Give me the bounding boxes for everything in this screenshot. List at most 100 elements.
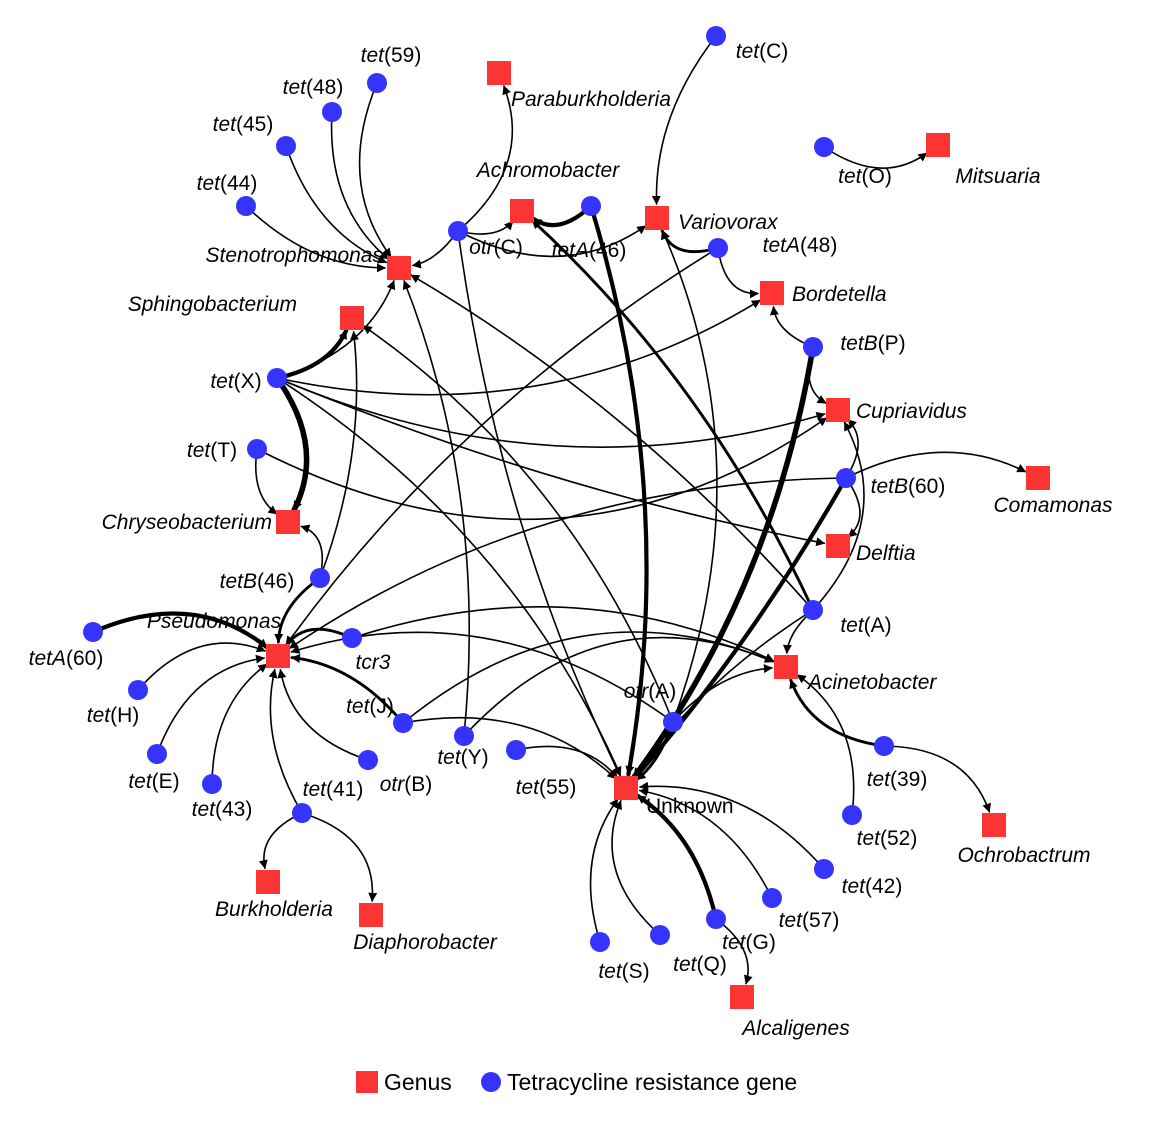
gene-node-tet52 (842, 805, 862, 825)
gene-node-tetJ (393, 713, 413, 733)
edge-tetX-chryseobacterium (274, 375, 310, 513)
label-tetS: tet(S) (598, 960, 649, 983)
genus-node-sphingobacterium (340, 306, 364, 330)
edge-otrA-variovorax (661, 229, 718, 723)
genus-node-chryseobacterium (276, 510, 300, 534)
edge-tet59-stenotrophomonas (358, 82, 392, 258)
edge-tet48-stenotrophomonas (330, 111, 390, 260)
label-tetJ: tet(J) (346, 695, 394, 718)
label-tetO: tet(O) (838, 165, 892, 188)
gene-node-tet57 (762, 888, 782, 908)
label-delftia: Delftia (856, 542, 916, 565)
label-tetY: tet(Y) (437, 746, 488, 769)
label-tet43: tet(43) (192, 798, 253, 821)
label-tet39: tet(39) (867, 768, 928, 791)
edge-tetA60-pseudomonas (90, 611, 270, 650)
genus-node-paraburkholderia (487, 61, 511, 85)
label-otrC: otr(C) (469, 236, 523, 259)
gene-node-tetC (706, 26, 726, 46)
label-acinetobacter: Acinetobacter (806, 671, 937, 694)
legend: Genus Tetracycline resistance gene (356, 1069, 797, 1095)
edge-tetBP-unknown (631, 344, 816, 780)
label-tetH: tet(H) (87, 704, 140, 727)
label-tet41: tet(41) (303, 778, 364, 801)
legend-gene-label: Tetracycline resistance gene (507, 1069, 797, 1095)
genus-node-achromobacter (510, 199, 534, 223)
edge-tetA-achromobacter (530, 219, 815, 612)
label-tet59: tet(59) (361, 44, 422, 67)
label-bordetella: Bordetella (792, 283, 887, 306)
edge-tetX-delftia (276, 377, 826, 547)
label-diaphorobacter: Diaphorobacter (353, 931, 498, 954)
gene-node-tetQ (650, 925, 670, 945)
gene-node-tet41 (292, 803, 312, 823)
edge-tetO-mitsuaria (823, 146, 928, 169)
label-comamonas: Comamonas (993, 494, 1113, 517)
genus-node-cupriavidus (826, 398, 850, 422)
genus-node-delftia (826, 534, 850, 558)
label-tet57: tet(57) (779, 909, 840, 932)
labels-layer: ParaburkholderiaAchromobacterVariovoraxM… (29, 40, 1113, 1040)
label-tetA: tet(A) (840, 614, 891, 637)
edge-tetX-sphingobacterium (274, 328, 349, 381)
gene-node-tetA (803, 600, 823, 620)
edge-tetB60-comamonas (845, 451, 1027, 479)
edge-tetA-stenotrophomonas (410, 274, 814, 611)
edge-tetH-pseudomonas (137, 642, 266, 691)
gene-node-tetA48 (708, 238, 728, 258)
label-tetA60: tetA(60) (29, 647, 104, 670)
gene-node-tet59 (367, 73, 387, 93)
gene-node-tetB60 (836, 468, 856, 488)
edge-tetY-acinetobacter (463, 636, 774, 737)
gene-node-tet39 (874, 736, 894, 756)
label-tet45: tet(45) (213, 113, 274, 136)
label-unknown: Unknown (646, 795, 734, 818)
label-tet48: tet(48) (283, 76, 344, 99)
edge-tet41-burkholderia (258, 812, 303, 870)
legend-genus-swatch (356, 1071, 378, 1093)
edge-tet42-unknown (639, 781, 825, 870)
edge-tetC-variovorax (651, 35, 717, 205)
label-tetC: tet(C) (736, 40, 789, 63)
label-tetA48: tetA(48) (763, 234, 838, 257)
label-chryseobacterium: Chryseobacterium (102, 511, 272, 534)
label-otrA: otr(A) (624, 680, 677, 703)
label-paraburkholderia: Paraburkholderia (511, 88, 671, 111)
label-alcaligenes: Alcaligenes (740, 1017, 850, 1040)
legend-genus-label: Genus (384, 1069, 452, 1095)
genus-node-variovorax (645, 206, 669, 230)
edge-tetA-cupriavidus (812, 421, 865, 611)
edge-tetX-unknown (276, 377, 622, 777)
edge-tetJ-unknown (402, 716, 617, 780)
nodes-layer (83, 26, 1050, 1009)
gene-node-tet48 (322, 102, 342, 122)
label-achromobacter: Achromobacter (475, 159, 620, 182)
gene-node-tet45 (276, 136, 296, 156)
genus-node-comamonas (1026, 466, 1050, 490)
label-tetT: tet(T) (187, 439, 237, 462)
gene-node-tetY (454, 726, 474, 746)
label-tet42: tet(42) (842, 875, 903, 898)
label-tetBP: tetB(P) (840, 332, 905, 355)
label-tcr3: tcr3 (355, 651, 390, 674)
label-tetE: tet(E) (128, 770, 179, 793)
label-tetB60: tetB(60) (871, 475, 946, 498)
edge-tet45-stenotrophomonas (285, 145, 388, 264)
edge-otrC-unknown (457, 230, 621, 777)
gene-node-otrB (358, 750, 378, 770)
edge-tcr3-acinetobacter (351, 606, 775, 662)
gene-node-tetX (267, 368, 287, 388)
label-ochrobactrum: Ochrobactrum (957, 844, 1090, 867)
genus-node-mitsuaria (926, 133, 950, 157)
label-tet55: tet(55) (516, 776, 577, 799)
edge-tetX-cupriavidus (276, 377, 826, 448)
label-tetA46: tetA(46) (552, 239, 627, 262)
label-cupriavidus: Cupriavidus (856, 400, 967, 423)
gene-node-tetA60 (83, 622, 103, 642)
edge-tetB60-pseudomonas (288, 477, 847, 649)
edge-tetQ-unknown (611, 800, 661, 936)
gene-node-tcr3 (342, 628, 362, 648)
gene-node-tetT (247, 439, 267, 459)
edges-layer (90, 35, 1027, 985)
